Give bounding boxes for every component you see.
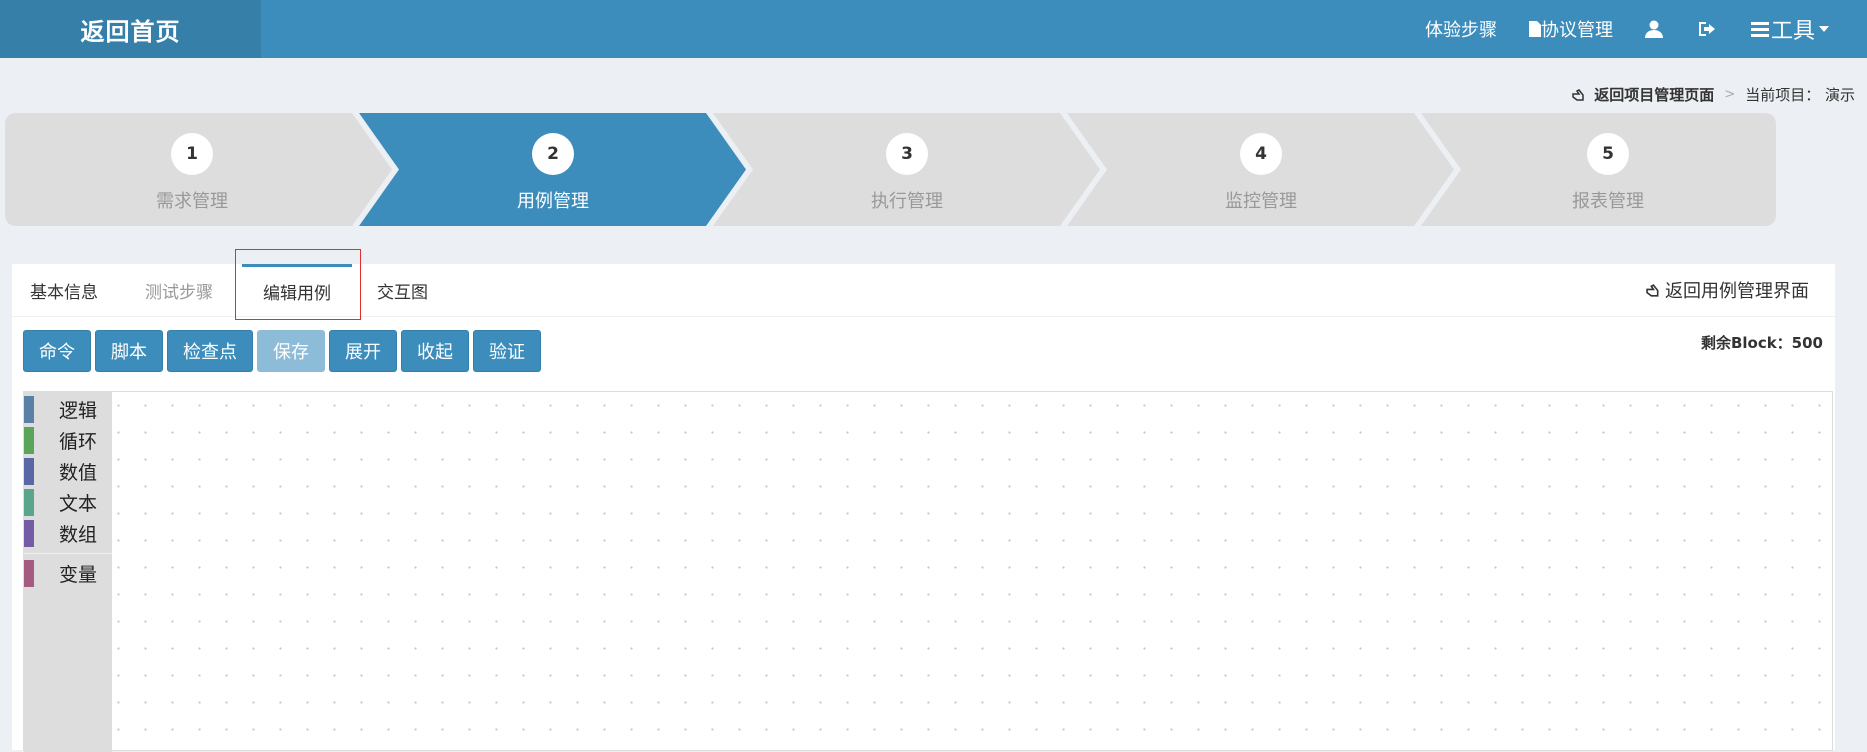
expand-button[interactable]: 展开: [329, 330, 397, 372]
tab-test-steps-label: 测试步骤: [145, 282, 213, 303]
toolbox-separator: [24, 553, 112, 554]
toolbox-category[interactable]: 变量: [24, 560, 112, 587]
toolbox-category[interactable]: 逻辑: [24, 396, 112, 423]
nav-protocol-mgmt[interactable]: 协议管理: [1528, 16, 1613, 42]
category-color-swatch: [24, 560, 34, 587]
nav-protocol-mgmt-label: 协议管理: [1540, 20, 1613, 41]
toolbox-category[interactable]: 文本: [24, 489, 112, 516]
menu-icon: [1750, 22, 1769, 37]
file-icon: [1528, 21, 1541, 37]
tab-bar: 基本信息 测试步骤 编辑用例 交互图 返回用例管理界面: [12, 249, 1835, 320]
blockly-toolbox: 逻辑循环数值文本数组变量: [24, 392, 112, 752]
user-icon: [1644, 20, 1663, 38]
category-label: 循环: [59, 431, 98, 453]
back-to-projects-label: 返回项目管理页面: [1594, 86, 1715, 104]
progress-wizard: 1 需求管理 2 用例管理 3 执行管理 4 监控管理 5 报表管理: [5, 113, 1776, 226]
current-project: 当前项目： 演示: [1745, 86, 1855, 104]
command-button[interactable]: 命令: [23, 330, 91, 372]
tab-edit-case[interactable]: 编辑用例: [242, 264, 352, 316]
category-label: 文本: [59, 493, 98, 515]
toolbox-category[interactable]: 数组: [24, 520, 112, 547]
back-to-case-mgmt-label: 返回用例管理界面: [1665, 281, 1809, 302]
save-button[interactable]: 保存: [257, 330, 325, 372]
case-panel: 基本信息 测试步骤 编辑用例 交互图 返回用例管理界面 命令 脚本 检查点 保存…: [12, 249, 1835, 752]
category-color-swatch: [24, 427, 34, 454]
caret-down-icon: [1819, 26, 1829, 32]
wizard-step-number: 4: [1240, 133, 1282, 175]
checkpoint-button[interactable]: 检查点: [167, 330, 253, 372]
tab-edit-case-label: 编辑用例: [263, 284, 331, 304]
script-button[interactable]: 脚本: [95, 330, 163, 372]
home-link[interactable]: 返回首页: [0, 0, 261, 58]
validate-button[interactable]: 验证: [473, 330, 541, 372]
hand-pointer-icon: [1646, 283, 1659, 297]
toolbox-category[interactable]: 循环: [24, 427, 112, 454]
home-label: 返回首页: [80, 17, 181, 46]
wizard-step-number: 5: [1587, 133, 1629, 175]
wizard-step-number: 3: [886, 133, 928, 175]
wizard-step-number: 1: [171, 133, 213, 175]
breadcrumb-separator: >: [1724, 87, 1736, 102]
tab-interaction-diagram-label: 交互图: [377, 282, 428, 303]
category-color-swatch: [24, 520, 34, 547]
tools-label: 工具: [1770, 19, 1815, 44]
top-navbar: 返回首页 体验步骤 协议管理 工具: [0, 0, 1867, 58]
category-label: 数值: [59, 462, 98, 484]
category-label: 数组: [59, 524, 98, 546]
category-color-swatch: [24, 396, 34, 423]
logout-icon: [1698, 22, 1715, 36]
collapse-button[interactable]: 收起: [401, 330, 469, 372]
category-color-swatch: [24, 489, 34, 516]
nav-experience-steps[interactable]: 体验步骤: [1425, 16, 1497, 42]
category-label: 逻辑: [59, 400, 98, 422]
wizard-step-label: 监控管理: [1225, 191, 1297, 212]
nav-right: 体验步骤 协议管理 工具: [1425, 0, 1867, 58]
back-to-case-mgmt-link[interactable]: 返回用例管理界面: [1646, 264, 1809, 316]
logout-button[interactable]: [1697, 20, 1717, 38]
tab-basic-info-label: 基本信息: [30, 282, 98, 303]
user-button[interactable]: [1644, 20, 1663, 38]
back-to-projects-link[interactable]: 返回项目管理页面: [1572, 84, 1714, 105]
remaining-blocks: 剩余Block：500: [1700, 334, 1823, 352]
tab-interaction-diagram[interactable]: 交互图: [377, 264, 428, 316]
nav-experience-steps-label: 体验步骤: [1424, 20, 1497, 41]
blockly-workspace[interactable]: 逻辑循环数值文本数组变量: [23, 391, 1833, 752]
wizard-step-number: 2: [532, 133, 574, 175]
category-label: 变量: [59, 564, 98, 586]
wizard-step-label: 需求管理: [156, 191, 228, 212]
wizard-step-label: 执行管理: [871, 191, 943, 212]
breadcrumb: 返回项目管理页面 > 当前项目： 演示: [1572, 84, 1855, 105]
wizard-step-label: 报表管理: [1572, 191, 1644, 212]
toolbar: 命令 脚本 检查点 保存 展开 收起 验证: [23, 330, 541, 372]
tab-test-steps[interactable]: 测试步骤: [145, 264, 213, 316]
hand-pointer-icon: [1572, 88, 1585, 101]
wizard-step-label: 用例管理: [517, 191, 589, 212]
toolbox-category[interactable]: 数值: [24, 458, 112, 485]
tab-basic-info[interactable]: 基本信息: [30, 264, 98, 316]
tools-dropdown[interactable]: 工具: [1750, 13, 1829, 45]
category-color-swatch: [24, 458, 34, 485]
